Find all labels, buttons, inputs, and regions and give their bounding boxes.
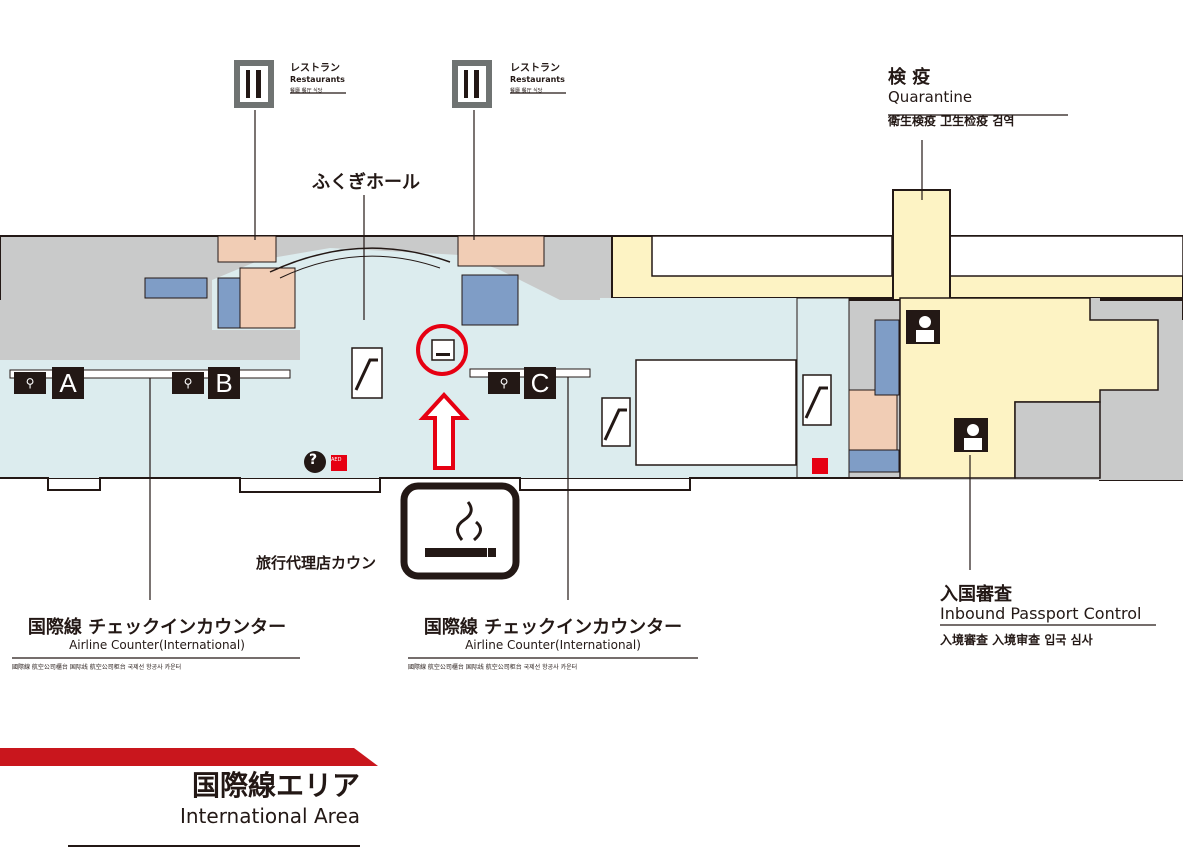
restroom-areas	[144, 274, 900, 473]
quarantine-officer-icon	[906, 310, 940, 344]
aed-label: AED	[331, 457, 342, 463]
quarantine-label: 検 疫 Quarantine 衛生検疫 卫生检疫 검역	[888, 67, 1015, 129]
international-area-title: 国際線エリア International Area	[179, 769, 360, 829]
restaurants-sign-right: レストラン Restaurants 餐廳 餐厅 식당	[510, 63, 565, 94]
restaurants-sign-left: レストラン Restaurants 餐廳 餐厅 식당	[290, 63, 345, 94]
fukugi-hall-label: ふくぎホール	[312, 172, 420, 193]
area-banner	[0, 748, 378, 766]
leader-lines	[149, 110, 971, 600]
information-icon	[304, 451, 326, 473]
checkin-counter-icon: ⚲	[172, 372, 204, 394]
checkin-counter-right-label: 国際線 チェックインカウンター Airline Counter(Internat…	[408, 617, 683, 672]
checkin-counter-icon: ⚲	[14, 372, 46, 394]
travel-agency-counter-label: 旅行代理店カウン	[256, 554, 377, 572]
inbound-passport-control-label: 入国審査 Inbound Passport Control 入境審查 入境审查 …	[940, 584, 1142, 648]
checkin-counter-icon: ⚲	[488, 372, 520, 394]
restaurant-icon	[234, 60, 492, 108]
escalator-icon	[351, 347, 832, 447]
smoking-room-highlight-circle	[416, 324, 468, 376]
building-outline	[0, 189, 1183, 493]
help-mark: ?	[309, 452, 318, 468]
counter-c-label: C	[524, 367, 556, 399]
counter-b-label: B	[208, 367, 240, 399]
smoking-area-callout	[400, 482, 520, 580]
counter-a-label: A	[52, 367, 84, 399]
smoking-area-icon	[431, 339, 455, 361]
checkin-counter-left-label: 国際線 チェックインカウンター Airline Counter(Internat…	[12, 617, 287, 672]
passport-control-officer-icon	[954, 418, 988, 452]
up-arrow-icon	[418, 392, 470, 470]
restaurant-areas	[217, 235, 898, 451]
aed-icon	[331, 455, 828, 474]
